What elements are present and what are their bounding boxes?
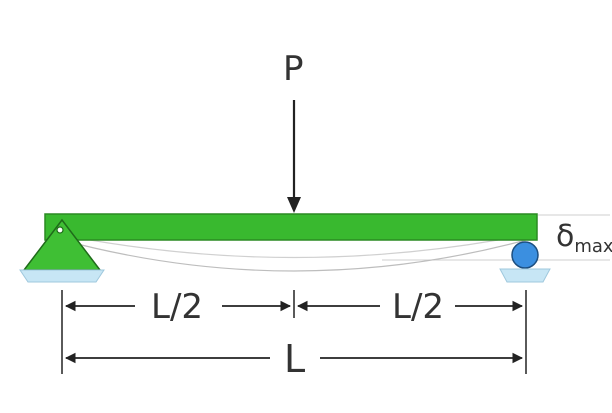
dim-right-label: L/2 [392,287,444,327]
dim-left-label: L/2 [151,287,203,327]
deflection-symbol: δ [556,219,574,254]
deflected-curve-lower [61,239,527,272]
deflected-curve-upper [89,239,499,259]
deflection-subscript: max [574,236,612,257]
dim-span-label: L [284,337,305,381]
load-label: P [283,49,304,89]
pin-support-icon [19,218,105,283]
deflection-label: δmax [556,219,612,257]
beam [44,213,538,241]
down-arrow-icon [287,197,301,213]
roller-support-icon [499,241,551,283]
